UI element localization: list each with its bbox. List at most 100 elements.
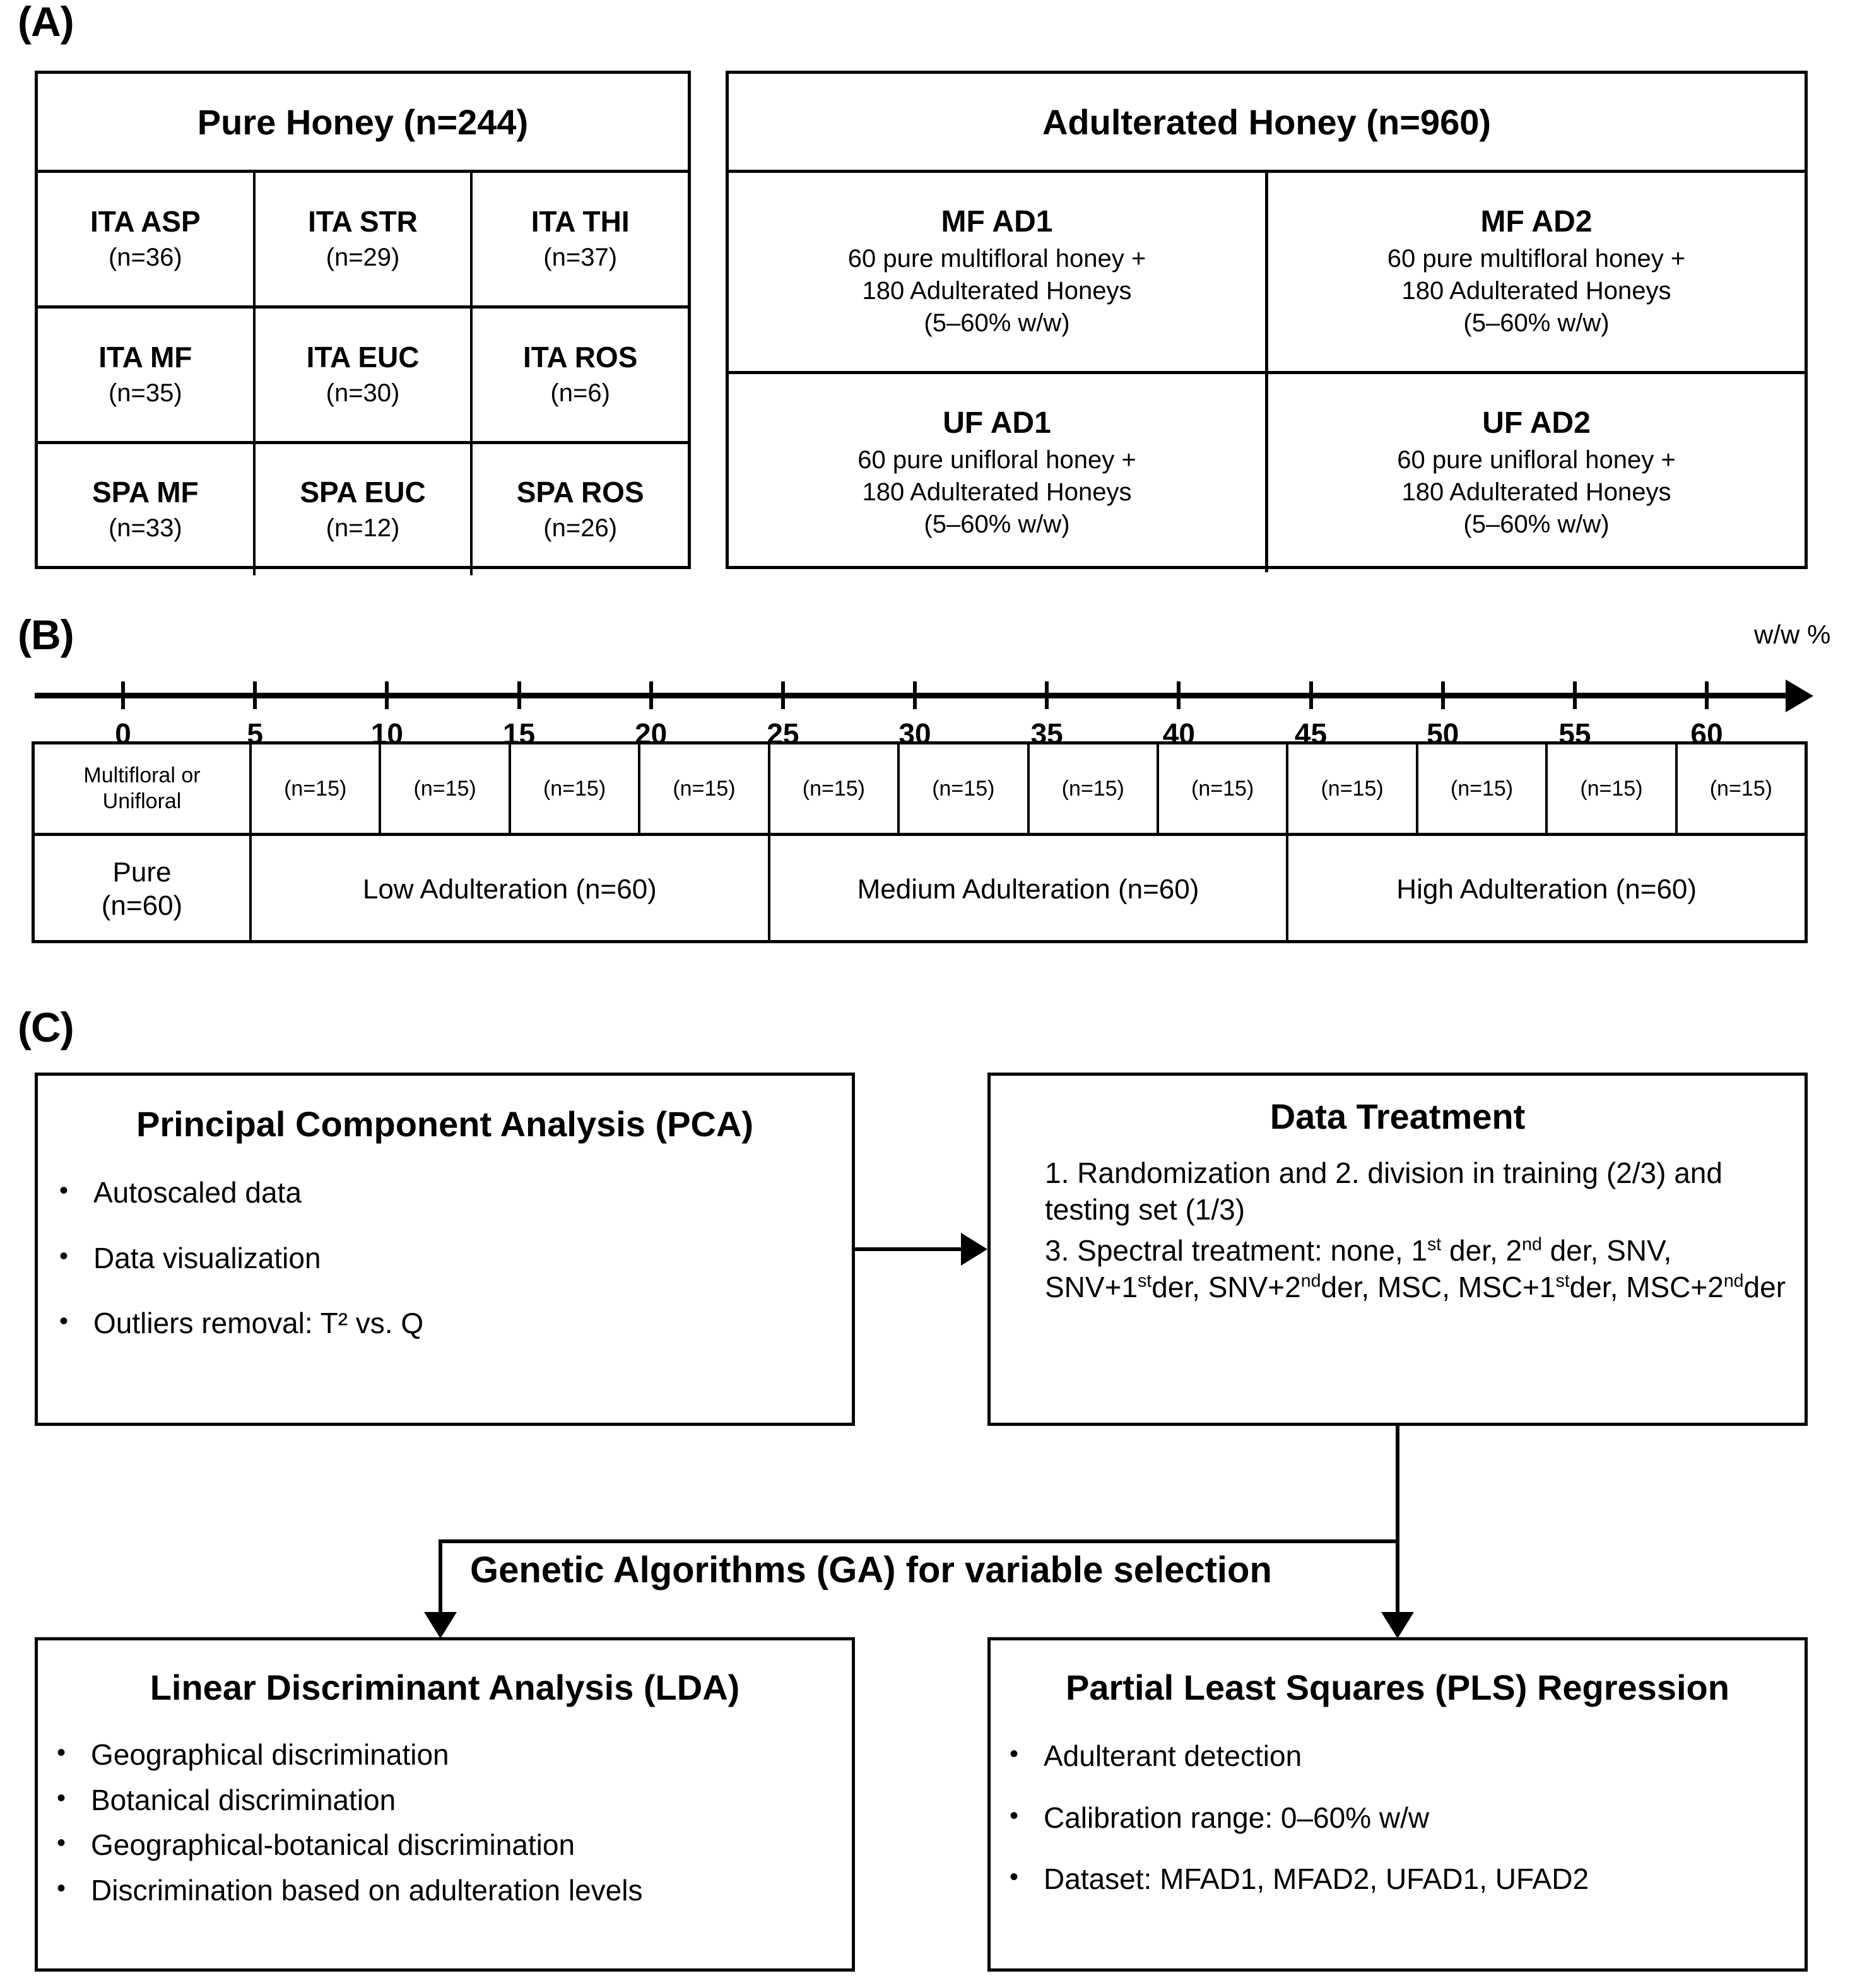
row1-cell: (n=15)	[1288, 744, 1418, 833]
section-b-table: Multifloral or Unifloral (n=15) (n=15) (…	[32, 741, 1808, 943]
row2-header-line1: Pure	[112, 857, 172, 888]
cell-line1: 60 pure unifloral honey +	[857, 445, 1136, 474]
cell-count: (n=35)	[108, 379, 182, 407]
pca-title: Principal Component Analysis (PCA)	[136, 1104, 754, 1144]
pls-bullet-text: Calibration range: 0–60% w/w	[1044, 1801, 1430, 1834]
axis-tick	[913, 681, 917, 709]
axis-tick	[517, 681, 521, 709]
pca-bullet-text: Outliers removal: T² vs. Q	[93, 1307, 424, 1339]
pure-honey-cell: ITA EUC (n=30)	[256, 309, 473, 441]
pca-bullet-text: Data visualization	[93, 1241, 321, 1274]
cell-count: (n=6)	[550, 379, 610, 407]
row1-header: Multifloral or Unifloral	[35, 744, 252, 833]
axis-tick	[1045, 681, 1049, 709]
axis-line	[35, 693, 1786, 698]
row1-cell: (n=15)	[381, 744, 511, 833]
data-treatment-title: Data Treatment	[1269, 1097, 1526, 1136]
row1-cell: (n=15)	[1159, 744, 1289, 833]
pca-box: Principal Component Analysis (PCA) •Auto…	[35, 1073, 855, 1426]
cell-count: (n=26)	[543, 514, 618, 542]
lda-box: Linear Discriminant Analysis (LDA) • Geog…	[35, 1637, 855, 1972]
cell-name: UF AD1	[943, 406, 1051, 440]
lda-bullet-text: Botanical discrimination	[91, 1783, 396, 1816]
cell-count: (n=30)	[326, 379, 400, 407]
lda-title: Linear Discriminant Analysis (LDA)	[150, 1667, 740, 1707]
row1-cell: (n=15)	[770, 744, 900, 833]
list-item: •Autoscaled data	[59, 1175, 830, 1211]
axis-tick	[1309, 681, 1313, 709]
lda-bullet-text: Discrimination based on adulteration lev…	[91, 1873, 643, 1907]
axis-tick	[385, 681, 389, 709]
bullet-icon: •	[59, 1242, 69, 1270]
cell-name: ITA STR	[308, 205, 418, 238]
dt-down-line	[1396, 1426, 1399, 1543]
cell-count: (n=29)	[326, 243, 400, 271]
cell-line2: 180 Adulterated Honeys	[1401, 478, 1671, 506]
pls-box: Partial Least Squares (PLS) Regression •…	[987, 1637, 1808, 1972]
pure-honey-header: Pure Honey (n=244)	[38, 74, 688, 173]
list-item: • Geographical-botanical discrimination	[57, 1827, 833, 1864]
pure-honey-row: SPA MF (n=33) SPA EUC (n=12) SPA ROS (n=…	[38, 444, 688, 575]
axis-tick	[121, 681, 125, 709]
pure-honey-cell: ITA THI (n=37)	[473, 173, 688, 305]
cell-name: SPA ROS	[516, 476, 644, 509]
bullet-icon: •	[59, 1307, 69, 1335]
cell-line3: (5–60% w/w)	[924, 510, 1070, 539]
cell-name: MF AD1	[941, 204, 1053, 238]
cell-line3: (5–60% w/w)	[1463, 309, 1610, 338]
ga-right-arrow-icon	[1381, 1612, 1414, 1638]
lda-bullet-text: Geographical-botanical discrimination	[91, 1828, 575, 1861]
adulterated-honey-row: UF AD1 60 pure unifloral honey + 180 Adu…	[729, 374, 1805, 572]
cell-line1: 60 pure multifloral honey +	[1387, 244, 1686, 273]
cell-name: SPA MF	[92, 476, 199, 509]
cell-line2: 180 Adulterated Honeys	[1401, 277, 1671, 305]
cell-name: ITA MF	[98, 341, 192, 374]
pure-honey-cell: ITA STR (n=29)	[256, 173, 473, 305]
cell-name: ITA ROS	[522, 341, 638, 374]
cell-line2: 180 Adulterated Honeys	[862, 277, 1132, 305]
list-item: • Data visualization	[59, 1240, 830, 1277]
adulterated-honey-cell: UF AD1 60 pure unifloral honey + 180 Adu…	[729, 374, 1268, 572]
adulterated-honey-cell: UF AD2 60 pure unifloral honey + 180 Adu…	[1268, 374, 1805, 572]
cell-line3: (5–60% w/w)	[924, 309, 1070, 338]
panel-a-label: (A)	[18, 0, 74, 45]
row2-group: Medium Adulteration (n=60)	[770, 836, 1289, 943]
bullet-icon: •	[57, 1739, 66, 1767]
pca-bullet-text: Autoscaled data	[93, 1176, 302, 1209]
ga-connector-label: Genetic Algorithms (GA) for variable sel…	[470, 1550, 1272, 1591]
cell-name: ITA EUC	[306, 341, 420, 374]
pls-bullet-text: Dataset: MFAD1, MFAD2, UFAD1, UFAD2	[1044, 1862, 1589, 1895]
pure-honey-cell: ITA ROS (n=6)	[473, 309, 688, 441]
axis-tick	[253, 681, 257, 709]
cell-name: UF AD2	[1482, 406, 1591, 440]
bullet-icon: •	[1010, 1863, 1019, 1891]
list-item: • Geographical discrimination	[57, 1737, 833, 1773]
bullet-icon: •	[57, 1829, 66, 1857]
cell-count: (n=33)	[108, 514, 182, 542]
row1-cell: (n=15)	[1418, 744, 1548, 833]
cell-count: (n=37)	[543, 243, 618, 271]
list-item: • Outliers removal: T² vs. Q	[59, 1305, 830, 1342]
row1-cell: (n=15)	[252, 744, 382, 833]
row2-header-line2: (n=60)	[101, 890, 183, 921]
row2-group: High Adulteration (n=60)	[1396, 873, 1697, 905]
panel-c-label: (C)	[18, 1004, 74, 1050]
adulterated-honey-cell: MF AD2 60 pure multifloral honey + 180 A…	[1268, 173, 1805, 371]
cell-count: (n=36)	[108, 243, 182, 271]
pure-honey-cell: SPA MF (n=33)	[38, 444, 256, 575]
axis-arrow-icon	[1786, 679, 1813, 712]
adulterated-honey-row: MF AD1 60 pure multifloral honey + 180 A…	[729, 173, 1805, 374]
cell-name: MF AD2	[1480, 204, 1593, 238]
axis-tick	[1572, 681, 1577, 709]
axis-tick	[780, 681, 785, 709]
list-item: •Botanical discrimination	[57, 1782, 833, 1819]
row1-cell: (n=15)	[511, 744, 641, 833]
cell-line1: 60 pure multifloral honey +	[847, 244, 1146, 273]
ga-left-down-line	[439, 1539, 442, 1621]
pls-title: Partial Least Squares (PLS) Regression	[1066, 1667, 1729, 1707]
lda-bullet-text: Geographical discrimination	[91, 1738, 449, 1771]
row1-cell: (n=15)	[900, 744, 1030, 833]
ga-horizontal-line	[439, 1539, 1399, 1543]
pure-honey-row: ITA MF (n=35) ITA EUC (n=30) ITA ROS (n=…	[38, 309, 688, 444]
pure-honey-table: Pure Honey (n=244) ITA ASP (n=36) ITA ST…	[35, 71, 691, 575]
